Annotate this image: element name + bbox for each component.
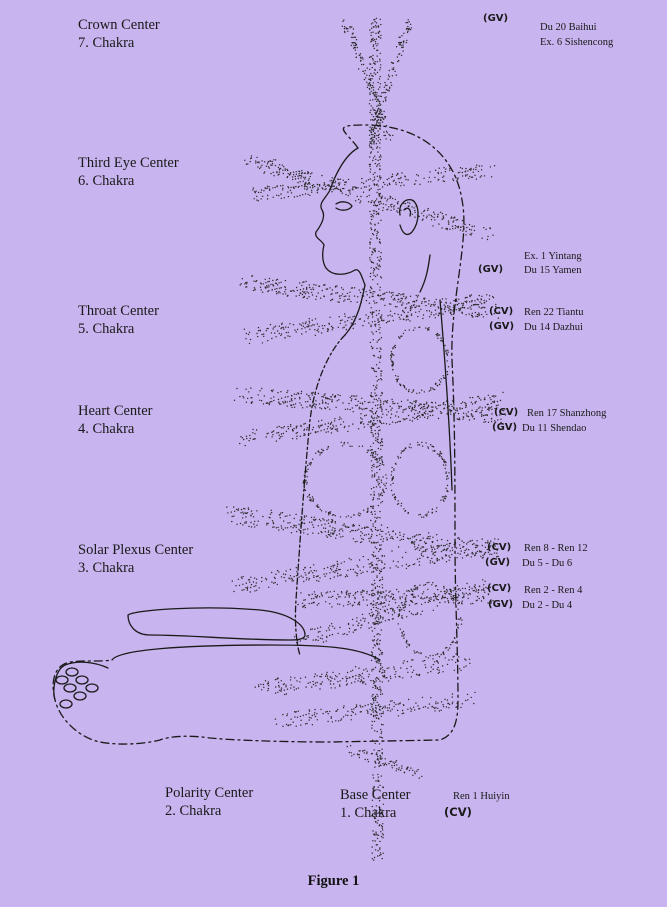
third-eye-point-1: Ex. 1 Yintang	[524, 251, 582, 263]
center-name: Polarity Center	[165, 784, 253, 802]
solar-gv-tag-b: (GV)	[488, 599, 513, 611]
center-name: Base Center	[340, 786, 410, 804]
throat-cv-tag: (CV)	[489, 306, 513, 318]
face-profile	[316, 148, 365, 285]
crown-meridian-tag: (GV)	[483, 13, 508, 25]
solar-cv-tag-a: (CV)	[487, 542, 511, 554]
third-eye-point-2: Du 15 Yamen	[524, 265, 581, 277]
solar-gv-tag-a: (GV)	[485, 557, 510, 569]
lower-leg	[112, 645, 380, 660]
center-name: Third Eye Center	[78, 154, 179, 172]
energy-channel-stipple	[226, 18, 506, 861]
throat-center-label: Throat Center 5. Chakra	[78, 302, 159, 338]
solar-point-b2: Du 2 - Du 4	[522, 600, 572, 612]
solar-point-a1: Ren 8 - Ren 12	[524, 543, 588, 555]
crown-point-1: Du 20 Baihui	[540, 22, 597, 34]
heart-cv-tag: (CV)	[494, 407, 518, 419]
solar-plexus-center-label: Solar Plexus Center 3. Chakra	[78, 541, 193, 577]
base-cv-tag: (CV)	[444, 806, 472, 818]
throat-gv-tag: (GV)	[489, 321, 514, 333]
crown-center-label: Crown Center 7. Chakra	[78, 16, 160, 52]
base-point: Ren 1 Huiyin	[453, 791, 510, 803]
polarity-center-label: Polarity Center 2. Chakra	[165, 784, 253, 820]
toes	[56, 668, 98, 708]
heart-center-label: Heart Center 4. Chakra	[78, 402, 152, 438]
chakra-number: 7. Chakra	[78, 34, 160, 52]
solar-cv-tag-b: (CV)	[487, 583, 511, 595]
eye-shape	[336, 202, 352, 210]
chakra-number: 4. Chakra	[78, 420, 152, 438]
base-center-label: Base Center 1. Chakra	[340, 786, 410, 822]
chakra-number: 3. Chakra	[78, 559, 193, 577]
neck-back	[420, 255, 430, 292]
third-eye-center-label: Third Eye Center 6. Chakra	[78, 154, 179, 190]
throat-point-1: Ren 22 Tiantu	[524, 307, 584, 319]
throat-point-2: Du 14 Dazhui	[524, 322, 583, 334]
heart-gv-tag: (GV)	[492, 422, 517, 434]
center-name: Throat Center	[78, 302, 159, 320]
center-name: Heart Center	[78, 402, 152, 420]
solar-point-a2: Du 5 - Du 6	[522, 558, 572, 570]
chakra-number: 6. Chakra	[78, 172, 179, 190]
heart-point-2: Du 11 Shendao	[522, 423, 586, 435]
chakra-number: 1. Chakra	[340, 804, 410, 822]
figure-caption: Figure 1	[0, 873, 667, 890]
upper-thigh	[128, 608, 305, 640]
foot	[54, 662, 108, 700]
heart-point-1: Ren 17 Shanzhong	[527, 408, 606, 420]
third-eye-meridian-tag: (GV)	[478, 264, 503, 276]
crown-point-2: Ex. 6 Sishencong	[540, 37, 613, 49]
chakra-number: 2. Chakra	[165, 802, 253, 820]
center-name: Solar Plexus Center	[78, 541, 193, 559]
center-name: Crown Center	[78, 16, 160, 34]
chakra-number: 5. Chakra	[78, 320, 159, 338]
solar-point-b1: Ren 2 - Ren 4	[524, 585, 582, 597]
neck-front	[345, 285, 365, 335]
